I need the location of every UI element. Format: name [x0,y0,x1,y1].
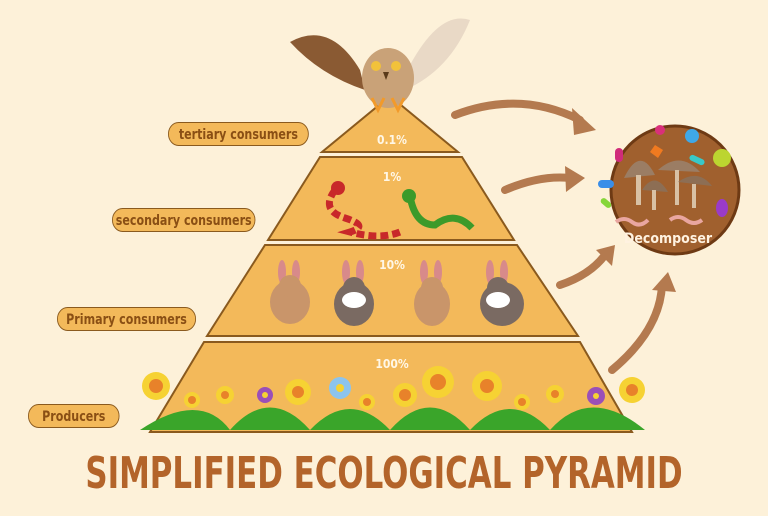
sunflower-icon [472,371,502,401]
tier-tertiary [319,94,461,153]
label-producers: Producers [28,404,120,428]
label-tertiary-consumers: tertiary consumers [168,122,309,146]
bacteria-icon [655,125,665,135]
bacteria-icon [713,149,731,167]
percent-tertiary: 0.1% [377,133,407,147]
bacteria-icon [615,148,623,162]
bacteria-icon [600,198,612,208]
purple-flower-icon [587,387,605,405]
label-primary-consumers: Primary consumers [57,307,197,331]
percent-producers: 100% [375,357,409,371]
rabbit-icon [414,260,450,326]
decomposer-label: Decomposer [623,231,713,247]
sunflower-icon [216,386,234,404]
blue-flower-icon [329,377,351,399]
sunflower-icon [619,377,645,403]
rabbit-icon [334,260,374,326]
bacteria-icon [685,129,699,143]
rabbit-icon [270,260,310,324]
mushroom-icon [624,160,712,210]
purple-flower-icon [257,387,273,403]
rabbit-icon [480,260,524,326]
arrow-icon [451,99,666,374]
bacteria-icon [689,154,705,166]
page-title: SIMPLIFIED ECOLOGICAL PYRAMID [85,448,683,499]
bacteria-icon [598,180,614,188]
flower-icons [142,366,645,410]
sunflower-icon [514,394,530,410]
sunflower-icon [359,394,375,410]
percent-primary: 10% [379,258,405,272]
sunflower-icon [285,379,311,405]
decomposer-circle [598,124,741,256]
sunflower-icon [184,392,200,408]
sunflower-icon [546,385,564,403]
arrowhead-icons [565,108,676,292]
sunflower-icon [393,383,417,407]
bacteria-icon [716,199,728,217]
label-secondary-consumers: secondary consumers [112,208,256,232]
worm-icon [668,215,704,225]
percent-secondary: 1% [382,170,402,184]
sunflower-icon [142,372,170,400]
snake-icon [325,181,402,240]
sunflower-icon [422,366,454,398]
snake-icon [402,189,475,231]
grass-icon [140,407,645,430]
bacteria-icon [650,145,663,158]
worm-icon [614,217,650,227]
owl-icon [290,18,470,114]
